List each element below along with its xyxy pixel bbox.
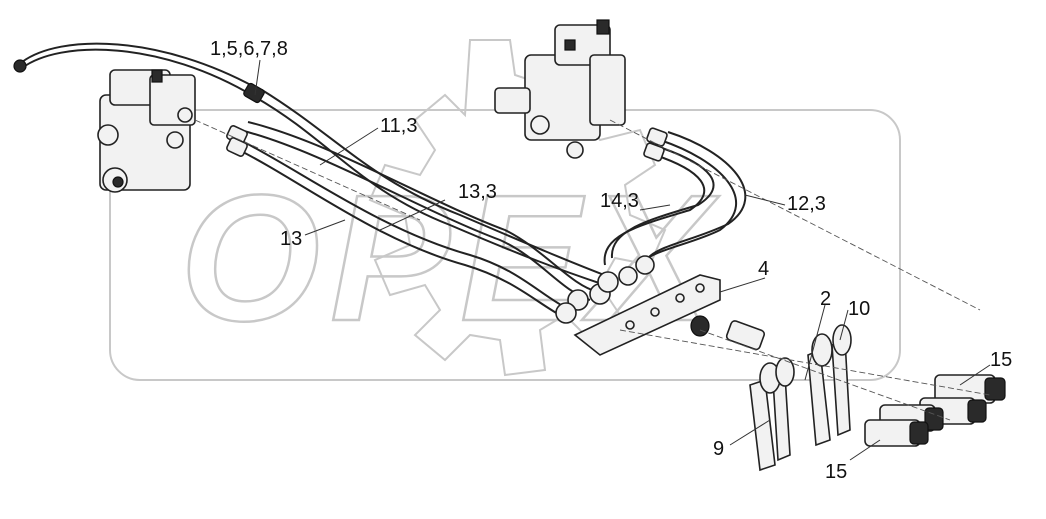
right-hydraulic-valve [494,19,626,159]
callout-4: 4 [758,258,769,280]
leader-lines [254,59,991,461]
callout-2: 2 [820,288,831,310]
callout-13: 13 [280,228,302,250]
callout-1-5-6-7-8: 1,5,6,7,8 [210,38,288,60]
assembly-axis-lines [194,119,991,421]
callout-15-top: 15 [990,349,1012,371]
hose-assemblies [13,42,747,324]
quick-couplers [864,374,1006,447]
mounting-bracket [573,274,721,356]
callout-11-3: 11,3 [380,115,417,137]
callout-13-3: 13,3 [458,181,497,203]
callout-10: 10 [848,298,870,320]
left-hydraulic-valve [97,69,196,193]
callout-9: 9 [713,438,724,460]
coupling-parts [690,315,766,351]
dust-cap-straps [749,324,852,472]
callout-15-bottom: 15 [825,461,847,483]
callout-14-3: 14,3 [600,190,639,212]
callout-12-3: 12,3 [787,193,826,215]
